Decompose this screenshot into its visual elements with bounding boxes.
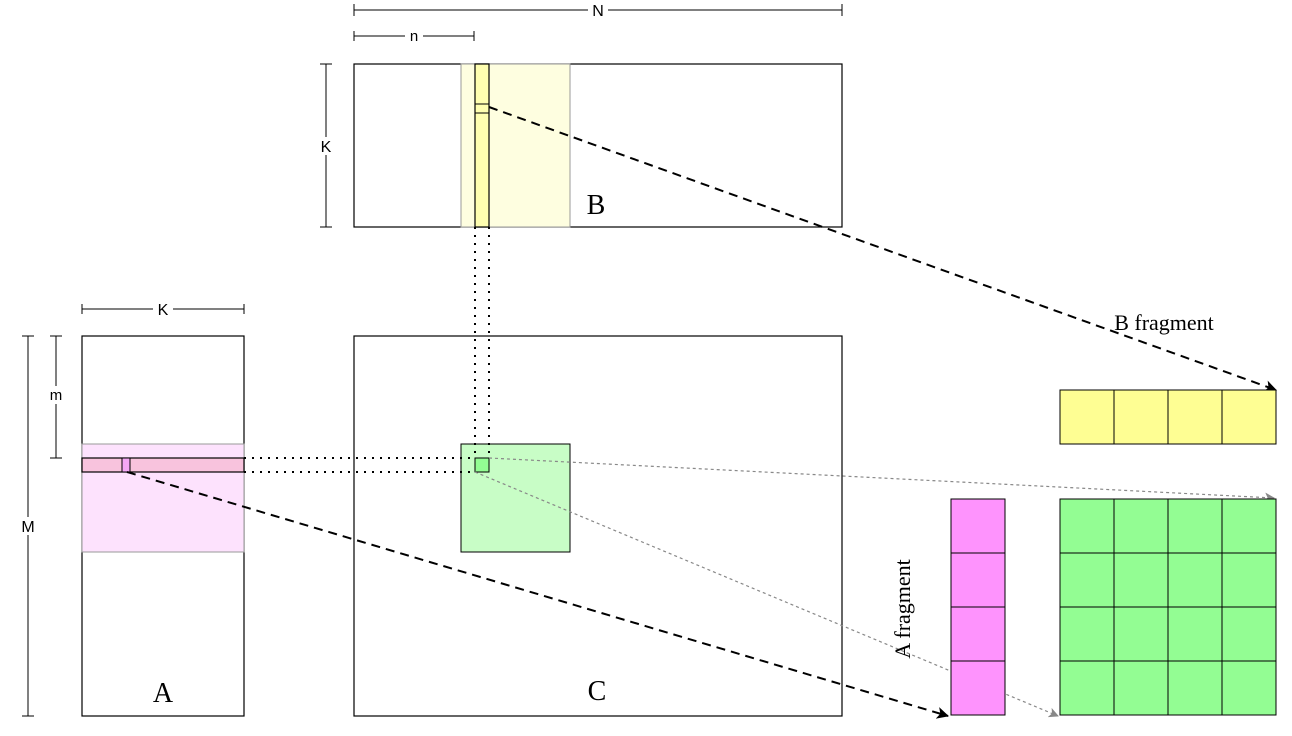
matrix-b-label: B: [587, 190, 606, 221]
a-fragment-arrow: [126, 471, 949, 719]
b-column-strip: [474, 63, 490, 228]
c-fragment: [1059, 498, 1277, 716]
a-element: [121, 457, 131, 473]
dimension-a-k-line: K: [81, 300, 245, 319]
matrix-b: B: [353, 63, 843, 228]
dimension-a-m-line: M: [18, 335, 38, 717]
dotted-projection-lines: [244, 227, 490, 473]
c-fragment-arrow-top: [488, 457, 1275, 503]
b-fragment-label: B fragment: [1114, 310, 1214, 335]
dimension-a-small-m-line: m: [46, 335, 66, 459]
dimension-a-small-m-label: m: [50, 387, 63, 404]
dimension-n-line: N: [353, 1, 843, 20]
dimension-small-n-label: n: [410, 28, 418, 45]
matrix-c-label: C: [588, 676, 607, 707]
a-fragment: [950, 498, 1006, 716]
fragment-arrows: [126, 106, 1277, 719]
b-fragment-arrow: [488, 106, 1277, 392]
matrix-a-label: A: [153, 678, 174, 709]
a-row-strip: [81, 457, 245, 473]
dimension-b-k-line: K: [316, 63, 336, 228]
a-fragment-label: A fragment: [890, 559, 915, 659]
dimension-b-k-label: K: [321, 139, 332, 156]
dimension-n-label: N: [592, 3, 604, 20]
b-fragment: [1059, 389, 1277, 445]
dimension-a-k-label: K: [158, 302, 169, 319]
c-element: [474, 457, 490, 473]
dimension-a-m-label: M: [21, 519, 34, 536]
dimension-small-n-line: n: [353, 28, 475, 45]
matrix-c: C: [353, 335, 843, 717]
matrix-a: A: [81, 335, 245, 717]
